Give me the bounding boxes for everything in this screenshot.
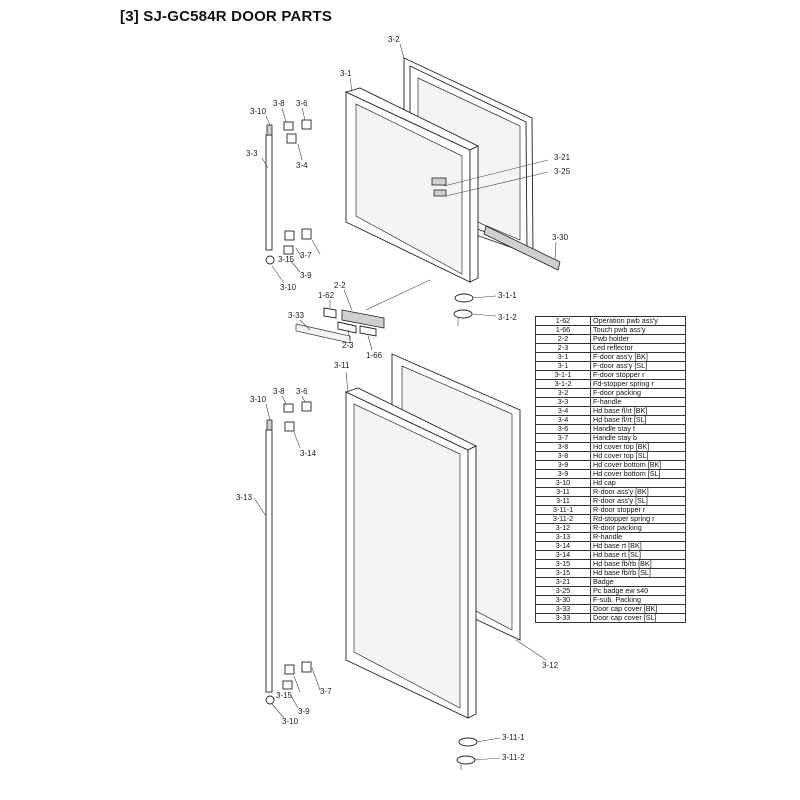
callout-3-8: 3-8: [273, 99, 285, 108]
upper-handle-brackets: [283, 119, 312, 255]
callout-3-33: 3-33: [288, 311, 305, 320]
r-handle: [265, 419, 275, 705]
callout-3-12: 3-12: [542, 661, 559, 670]
callout-3-25: 3-25: [554, 167, 571, 176]
callout-3-2: 3-2: [388, 35, 400, 44]
r-door-stopper: [456, 737, 478, 770]
callout-3-11-1: 3-11-1: [502, 733, 525, 742]
callout-1-62: 1-62: [318, 291, 335, 300]
callout-3-4: 3-4: [296, 161, 308, 170]
callout-2-3: 2-3: [342, 341, 354, 350]
part-code: 3-33: [535, 613, 591, 623]
f-handle: [265, 124, 275, 265]
callout-3-15: 3-15: [278, 255, 295, 264]
callout-3-6-low: 3-6: [296, 387, 308, 396]
page-title: [3] SJ-GC584R DOOR PARTS: [120, 8, 333, 25]
callout-3-8-low: 3-8: [273, 387, 285, 396]
callout-3-30: 3-30: [552, 233, 569, 242]
pc-badge-icon: [433, 189, 447, 197]
part-description: Door cap cover [SL]: [590, 613, 686, 623]
callout-3-10-low: 3-10: [250, 395, 267, 404]
callout-3-1: 3-1: [340, 69, 352, 78]
callout-3-13: 3-13: [236, 493, 253, 502]
lower-handle-brackets: [282, 401, 312, 690]
callout-3-1-2: 3-1-2: [498, 313, 517, 322]
callout-3-6: 3-6: [296, 99, 308, 108]
callout-3-15-low: 3-15: [276, 691, 293, 700]
callout-3-7-low: 3-7: [320, 687, 332, 696]
f-door: [344, 87, 480, 283]
callout-3-14: 3-14: [300, 449, 317, 458]
callout-3-11-2: 3-11-2: [502, 753, 525, 762]
callout-3-10: 3-10: [250, 107, 267, 116]
f-sub-packing: [483, 225, 561, 271]
callout-3-1-1: 3-1-1: [498, 291, 517, 300]
callout-3-21: 3-21: [554, 153, 571, 162]
callout-3-9: 3-9: [300, 271, 312, 280]
r-door: [344, 387, 478, 719]
callout-1-66: 1-66: [366, 351, 383, 360]
callout-3-9-low: 3-9: [298, 707, 310, 716]
badge-icon: [431, 177, 447, 186]
callout-labels: 3-2 3-1 3-10 3-8 3-6 3-3 3-4 3-21 3-25 3…: [236, 35, 571, 762]
leader-lines: [253, 43, 557, 761]
pwb-assembly: [295, 307, 385, 344]
callout-3-3: 3-3: [246, 149, 258, 158]
f-door-stopper: [453, 293, 474, 326]
callout-3-10-bottom: 3-10: [282, 717, 299, 726]
callout-3-10-mid: 3-10: [280, 283, 297, 292]
callout-3-11: 3-11: [334, 361, 350, 370]
callout-2-2: 2-2: [334, 281, 346, 290]
callout-3-7: 3-7: [300, 251, 312, 260]
